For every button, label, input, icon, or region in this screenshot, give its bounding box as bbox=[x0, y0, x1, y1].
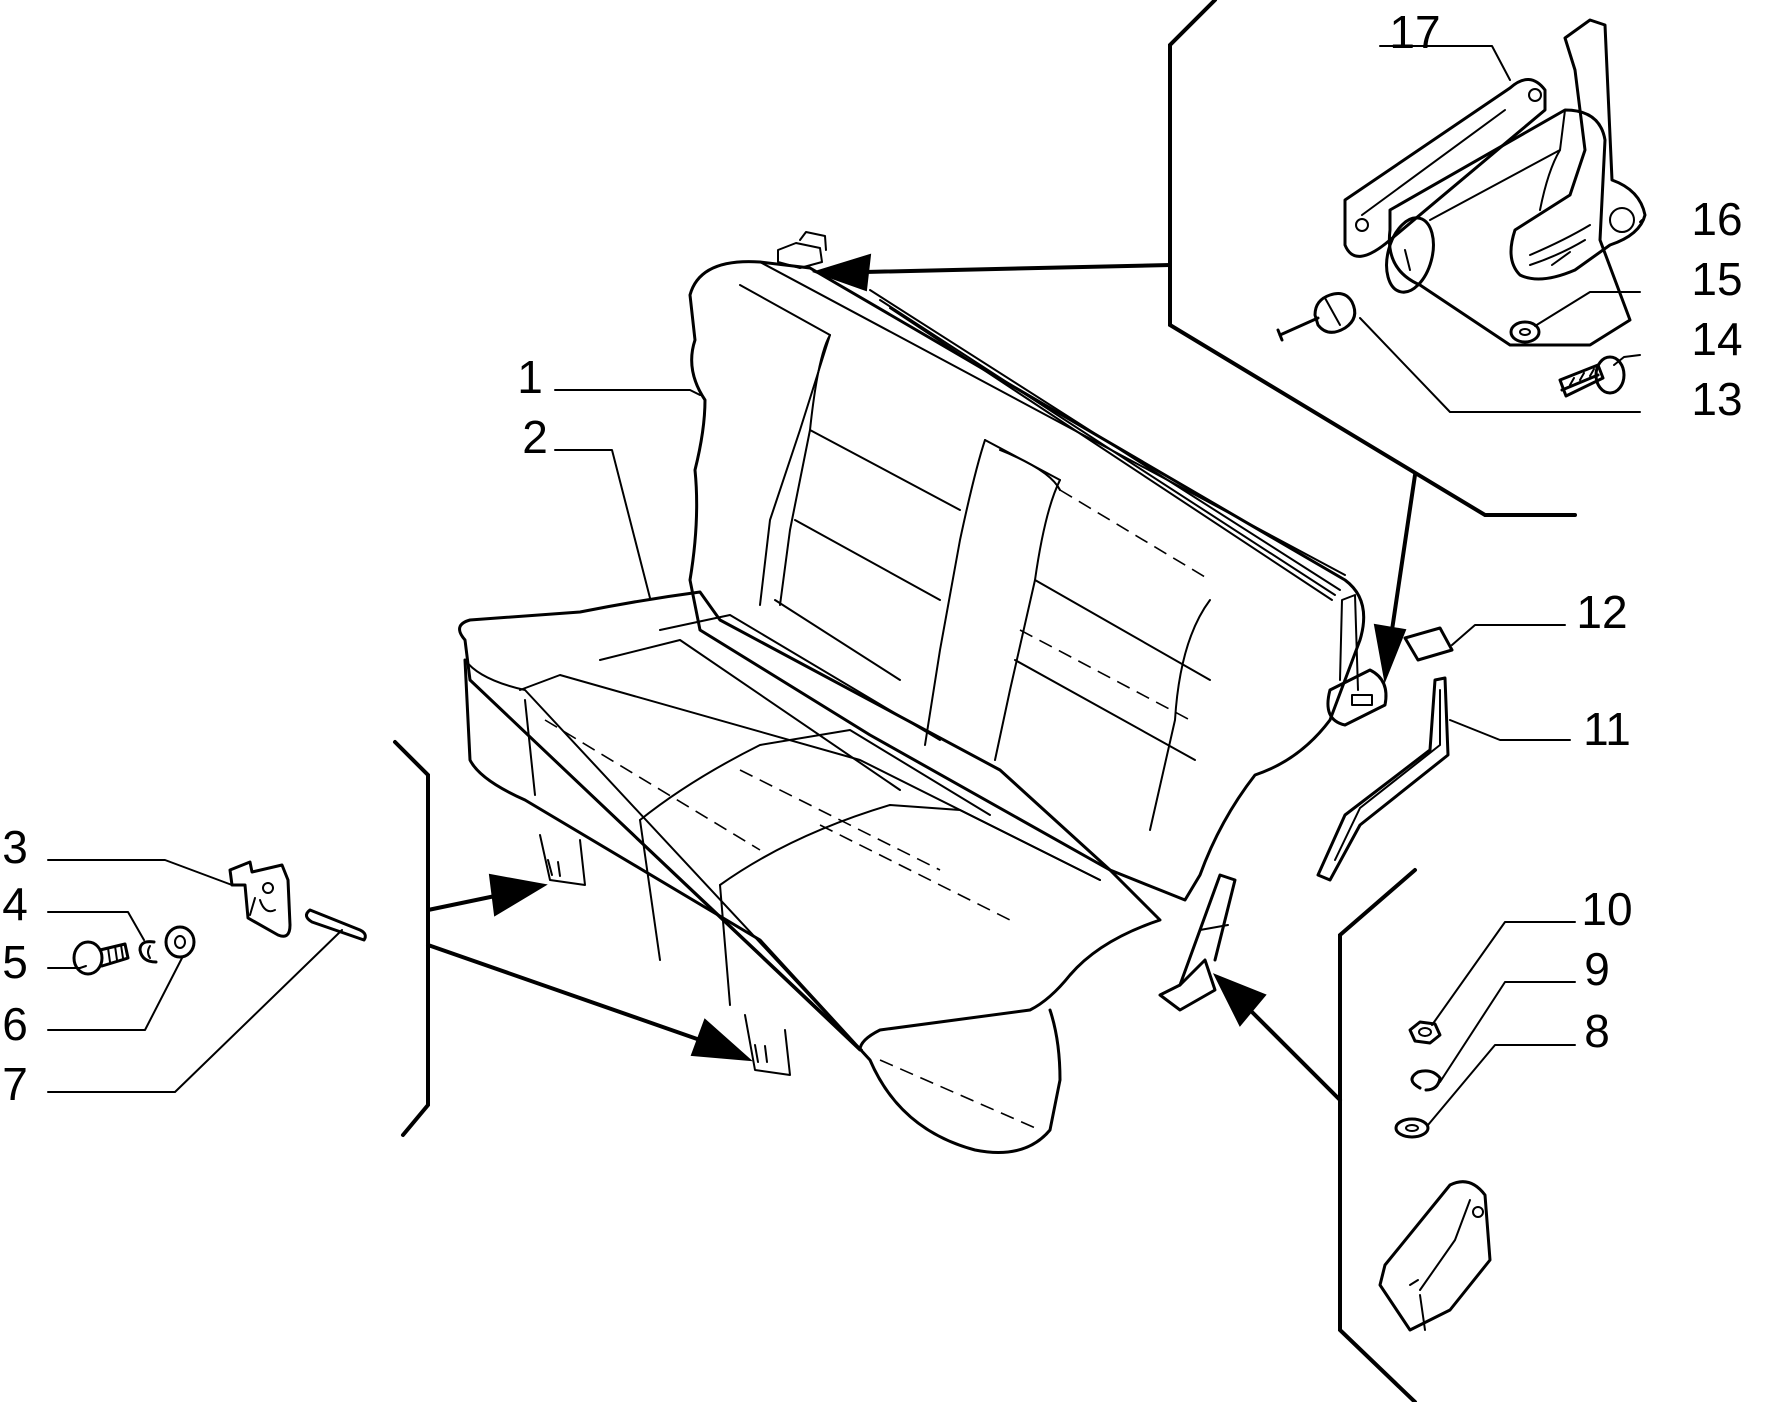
backrest-hinge-top bbox=[777, 231, 827, 269]
seat-backrest bbox=[688, 260, 1366, 902]
callout-14: 14 bbox=[1691, 313, 1742, 365]
callout-labels: 1 2 3 4 5 6 7 8 9 10 11 12 13 14 15 16 1… bbox=[2, 6, 1742, 1110]
cushion-hinge-detail bbox=[72, 860, 367, 976]
callout-2: 2 bbox=[522, 411, 548, 463]
backrest-latch-plate bbox=[1326, 594, 1388, 727]
latch-mechanism-detail bbox=[1276, 18, 1647, 398]
callout-6: 6 bbox=[2, 998, 28, 1050]
callout-4: 4 bbox=[2, 878, 28, 930]
callout-1: 1 bbox=[517, 351, 543, 403]
callout-11: 11 bbox=[1583, 703, 1631, 755]
arrows bbox=[426, 253, 1417, 1102]
floor-bracket-detail bbox=[1378, 1020, 1492, 1332]
callout-16: 16 bbox=[1691, 193, 1742, 245]
part-12-end-cap bbox=[1403, 626, 1454, 662]
callout-3: 3 bbox=[2, 821, 28, 873]
callout-12: 12 bbox=[1576, 586, 1627, 638]
detail-frames bbox=[393, 0, 1577, 1402]
callout-10: 10 bbox=[1581, 883, 1632, 935]
callout-17: 17 bbox=[1389, 6, 1440, 58]
seat-cushion bbox=[458, 590, 1162, 1154]
callout-7: 7 bbox=[2, 1058, 28, 1110]
seat-floor-bracket bbox=[1158, 873, 1237, 1012]
callout-15: 15 bbox=[1691, 253, 1742, 305]
leader-lines bbox=[47, 45, 1643, 1126]
callout-5: 5 bbox=[2, 936, 28, 988]
callout-9: 9 bbox=[1584, 943, 1610, 995]
part-11-rail bbox=[1316, 676, 1450, 882]
callout-13: 13 bbox=[1691, 373, 1742, 425]
callout-8: 8 bbox=[1584, 1005, 1610, 1057]
